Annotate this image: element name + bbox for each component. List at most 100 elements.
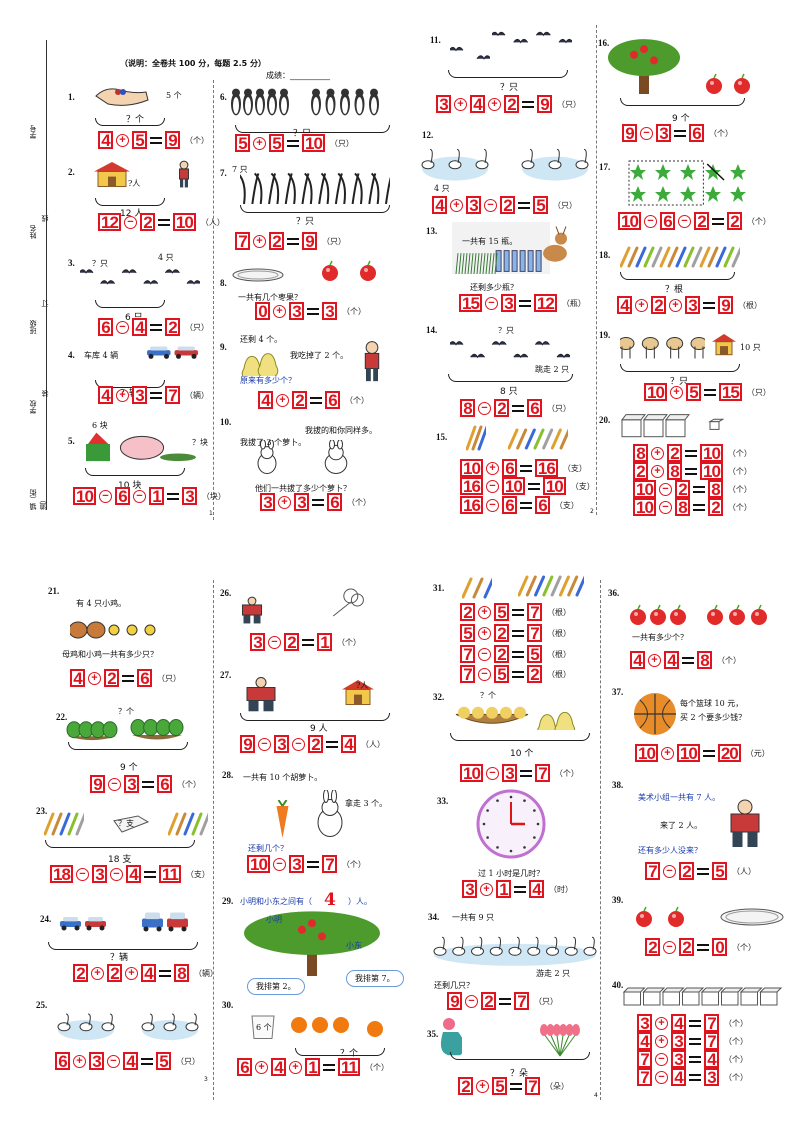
pencils-illustration xyxy=(466,425,486,451)
problem-number: 16. xyxy=(598,38,610,48)
problem-text: 来了 2 人。 xyxy=(660,821,703,830)
bracket xyxy=(95,300,165,308)
bird-illustration xyxy=(80,262,200,298)
pepper-illustration xyxy=(66,718,118,744)
bracket xyxy=(450,1052,590,1060)
problem-number: 36. xyxy=(608,588,620,598)
problem-number: 18. xyxy=(599,250,611,260)
house-illustration xyxy=(710,330,738,356)
label-student-id: 学号 xyxy=(29,125,37,139)
problem-number: 7. xyxy=(220,168,227,178)
page-number: 4 xyxy=(594,1092,598,1099)
problem-text: 还剩几只？ xyxy=(434,981,474,990)
problem-text: 游走 2 只 xyxy=(536,969,571,978)
problem-number: 14. xyxy=(426,325,438,335)
bracket xyxy=(95,198,165,206)
bracket-label: ？根 xyxy=(665,285,684,295)
problem-text: 小明和小东之间有（ xyxy=(240,897,312,906)
house-illustration xyxy=(340,676,376,706)
problem-text: 过 1 小时是几时？ xyxy=(478,869,545,878)
problem-text: 一共有 10 个胡萝卜。 xyxy=(243,773,323,782)
problem-text: 4 只 xyxy=(158,253,174,262)
bracket xyxy=(240,205,390,213)
problem-text: 还剩 4 个。 xyxy=(240,335,283,344)
problem-text: 车库 4 辆 xyxy=(84,351,119,360)
bracket xyxy=(448,374,573,382)
problem-text: ）人。 xyxy=(348,897,372,906)
pencils-illustration xyxy=(168,812,208,836)
problem-text: ？支 xyxy=(118,819,134,828)
problem-number: 23. xyxy=(36,806,48,816)
problem-text: ？只 xyxy=(498,326,514,335)
problem-number: 25. xyxy=(36,1000,48,1010)
problem-text: 4 xyxy=(324,890,336,910)
problem-text: 我拔了 3 个萝卜。 xyxy=(240,438,307,447)
problem-number: 33. xyxy=(437,796,449,806)
bracket-label: 9 人 xyxy=(310,724,328,734)
problem-text: 美术小组一共有 7 人。 xyxy=(638,793,721,802)
kid-illustration xyxy=(235,596,269,624)
problem-number: 2. xyxy=(68,167,75,177)
problem-text: 一共有 15 瓶。 xyxy=(462,237,518,246)
bracket-label: ？个 xyxy=(126,115,145,125)
problem-text: 一共有几个枣果？ xyxy=(238,293,302,302)
divider xyxy=(596,25,597,515)
rabbit-illustration xyxy=(310,790,350,840)
apple-illustration xyxy=(705,598,769,626)
problem-number: 30. xyxy=(222,1000,234,1010)
bracket-label: 18 支 xyxy=(108,855,132,865)
carrot-illustration xyxy=(265,800,300,840)
problem-number: 8. xyxy=(220,278,227,288)
problem-text: 5 个 xyxy=(166,91,182,100)
rabbit-illustration xyxy=(318,440,354,476)
problem-text: 拿走 3 个。 xyxy=(345,799,388,808)
problem-text: 一共有 9 只 xyxy=(452,913,495,922)
problem-number: 6. xyxy=(220,92,227,102)
problem-text: 小明 xyxy=(266,915,282,924)
swan-illustration xyxy=(432,924,598,968)
pencils-illustration xyxy=(44,812,84,836)
blocks-illustration xyxy=(620,412,690,438)
speech-bubble: 我排第 7。 xyxy=(346,970,404,987)
apple-illustration xyxy=(628,598,688,626)
problem-number: 35. xyxy=(427,1029,439,1039)
pencils-illustration xyxy=(462,577,492,599)
label-class: 班级 xyxy=(29,320,37,334)
problem-text: 还剩几个？ xyxy=(248,844,288,853)
horse-illustration xyxy=(620,330,705,360)
problem-number: 37. xyxy=(612,687,624,697)
tree-illustration xyxy=(606,38,682,94)
balloon-illustration xyxy=(320,586,364,626)
bracket-label: 9 个 xyxy=(672,114,690,124)
bracket-label: 12 人 xyxy=(120,209,144,219)
binding-margin: 学号 姓名 班级 学校 镇（街道） 线 订 装 xyxy=(0,30,50,510)
problem-text: 4 只 xyxy=(434,184,450,193)
basket-illustration xyxy=(454,700,530,732)
